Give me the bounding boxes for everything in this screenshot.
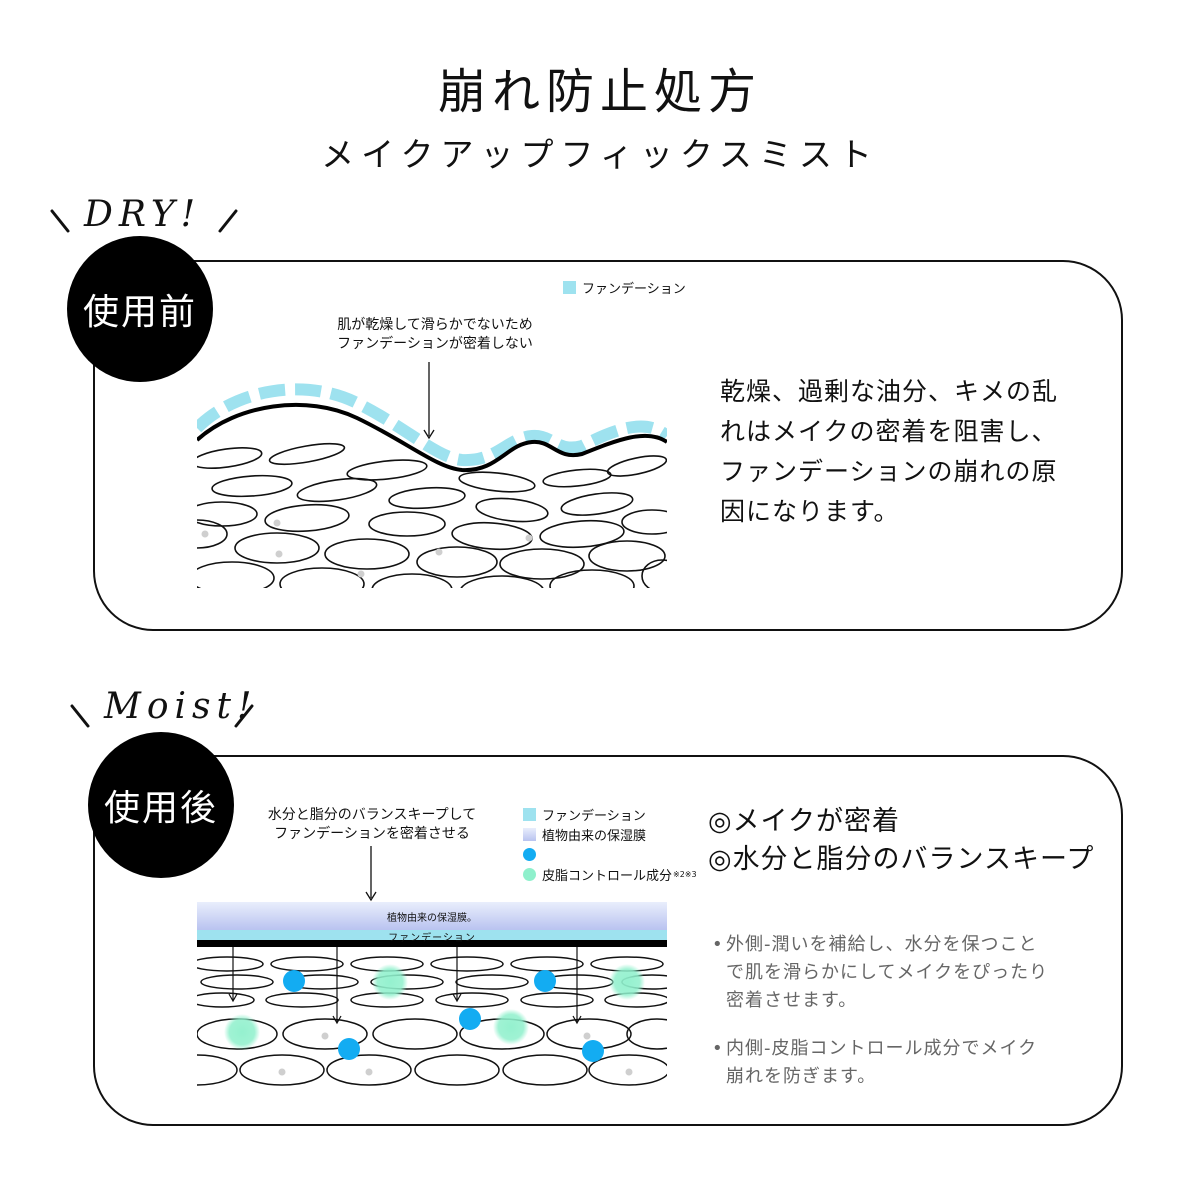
after-skin-diagram bbox=[197, 902, 667, 1086]
control-dots bbox=[283, 970, 604, 1062]
before-callout: 肌が乾燥して滑らかでないため ファンデーションが密着しない bbox=[300, 316, 570, 354]
after-legend-control-label: 皮脂コントロール成分 bbox=[542, 868, 673, 884]
before-description-line: れはメイクの密着を阻害し、 bbox=[720, 417, 1058, 446]
after-points: ◎メイクが密着 ◎水分と脂分のバランスキープ bbox=[708, 803, 1108, 879]
after-callout-line: ファンデーションを密着させる bbox=[274, 826, 470, 842]
moist-tag-slash-right bbox=[234, 704, 254, 728]
after-cell-nuclei bbox=[278, 1032, 633, 1076]
diagram-foundation-label: ファンデーション bbox=[388, 933, 476, 944]
note-bullet: • bbox=[712, 1038, 724, 1059]
skin-surface-bar bbox=[197, 940, 667, 947]
foundation-band bbox=[197, 930, 667, 940]
membrane-swatch bbox=[523, 827, 536, 841]
after-point: ◎メイクが密着 bbox=[708, 806, 901, 837]
after-callout-arrow bbox=[365, 846, 377, 902]
after-legend-membrane-label: 植物由来の保湿膜 bbox=[542, 828, 647, 844]
dry-tag-slash-left bbox=[50, 209, 70, 233]
note-line: で肌を滑らかにしてメイクをぴったり bbox=[726, 962, 1049, 983]
note-line: 外側-潤いを補給し、水分を保つこと bbox=[726, 934, 1038, 955]
note-line: 崩れを防ぎます。 bbox=[726, 1066, 877, 1087]
before-legend-foundation-label: ファンデーション bbox=[582, 281, 686, 297]
after-callout-line: 水分と脂分のバランスキープして bbox=[267, 807, 477, 823]
after-legend-membrane: 植物由来の保湿膜 bbox=[523, 824, 697, 844]
control-clouds bbox=[224, 964, 645, 1050]
after-notes: •外側-潤いを補給し、水分を保つこと で肌を滑らかにしてメイクをぴったり 密着さ… bbox=[712, 931, 1092, 1091]
dry-tag-slash-right bbox=[218, 209, 238, 233]
after-legend-foundation: ファンデーション bbox=[523, 804, 697, 824]
page-title: 崩れ防止処方 bbox=[437, 64, 762, 120]
moist-tag: Moist! bbox=[104, 686, 258, 727]
moist-tag-slash-left bbox=[70, 704, 90, 728]
skin-surface bbox=[197, 402, 667, 473]
cell-nuclei bbox=[201, 519, 533, 578]
control-dot-swatch bbox=[523, 847, 536, 861]
before-callout-arrow bbox=[423, 362, 435, 440]
note-line: 密着させます。 bbox=[726, 990, 858, 1011]
after-legend: ファンデーション 植物由来の保湿膜 皮脂コントロール成分※2※3 bbox=[523, 804, 697, 884]
diagram-membrane-label: 植物由来の保湿膜。 bbox=[387, 913, 477, 924]
page-subtitle: メイクアップフィックスミスト bbox=[321, 135, 879, 174]
before-badge: 使用前 bbox=[67, 236, 213, 382]
note-line: 内側-皮脂コントロール成分でメイク bbox=[726, 1038, 1038, 1059]
foundation-layer bbox=[197, 383, 667, 467]
foundation-swatch bbox=[563, 280, 576, 294]
penetration-arrows bbox=[228, 947, 582, 1025]
after-legend-foundation-label: ファンデーション bbox=[542, 808, 646, 824]
skin-cells bbox=[197, 442, 667, 588]
after-legend-control-note: ※2※3 bbox=[673, 869, 697, 879]
foundation-swatch bbox=[523, 807, 536, 821]
before-callout-line: ファンデーションが密着しない bbox=[337, 336, 533, 352]
after-badge: 使用後 bbox=[88, 732, 234, 878]
before-skin-diagram bbox=[197, 383, 667, 588]
before-legend-foundation: ファンデーション bbox=[563, 277, 686, 297]
before-description-line: 因になります。 bbox=[720, 497, 900, 526]
after-point: ◎水分と脂分のバランスキープ bbox=[708, 844, 1095, 875]
after-callout: 水分と脂分のバランスキープして ファンデーションを密着させる bbox=[252, 806, 492, 844]
after-note: •外側-潤いを補給し、水分を保つこと で肌を滑らかにしてメイクをぴったり 密着さ… bbox=[712, 931, 1092, 1015]
after-note: •内側-皮脂コントロール成分でメイク 崩れを防ぎます。 bbox=[712, 1035, 1092, 1091]
after-legend-control-dot bbox=[523, 844, 697, 864]
control-cloud-swatch bbox=[523, 867, 536, 881]
before-description-line: ファンデーションの崩れの原 bbox=[720, 457, 1058, 486]
note-bullet: • bbox=[712, 934, 724, 955]
dry-tag: DRY! bbox=[84, 194, 202, 235]
membrane-layer bbox=[197, 902, 667, 930]
before-description-line: 乾燥、過剰な油分、キメの乱 bbox=[720, 377, 1059, 406]
before-callout-line: 肌が乾燥して滑らかでないため bbox=[337, 317, 533, 333]
before-description: 乾燥、過剰な油分、キメの乱 れはメイクの密着を阻害し、 ファンデーションの崩れの… bbox=[720, 372, 1100, 532]
after-legend-control: 皮脂コントロール成分※2※3 bbox=[523, 864, 697, 884]
